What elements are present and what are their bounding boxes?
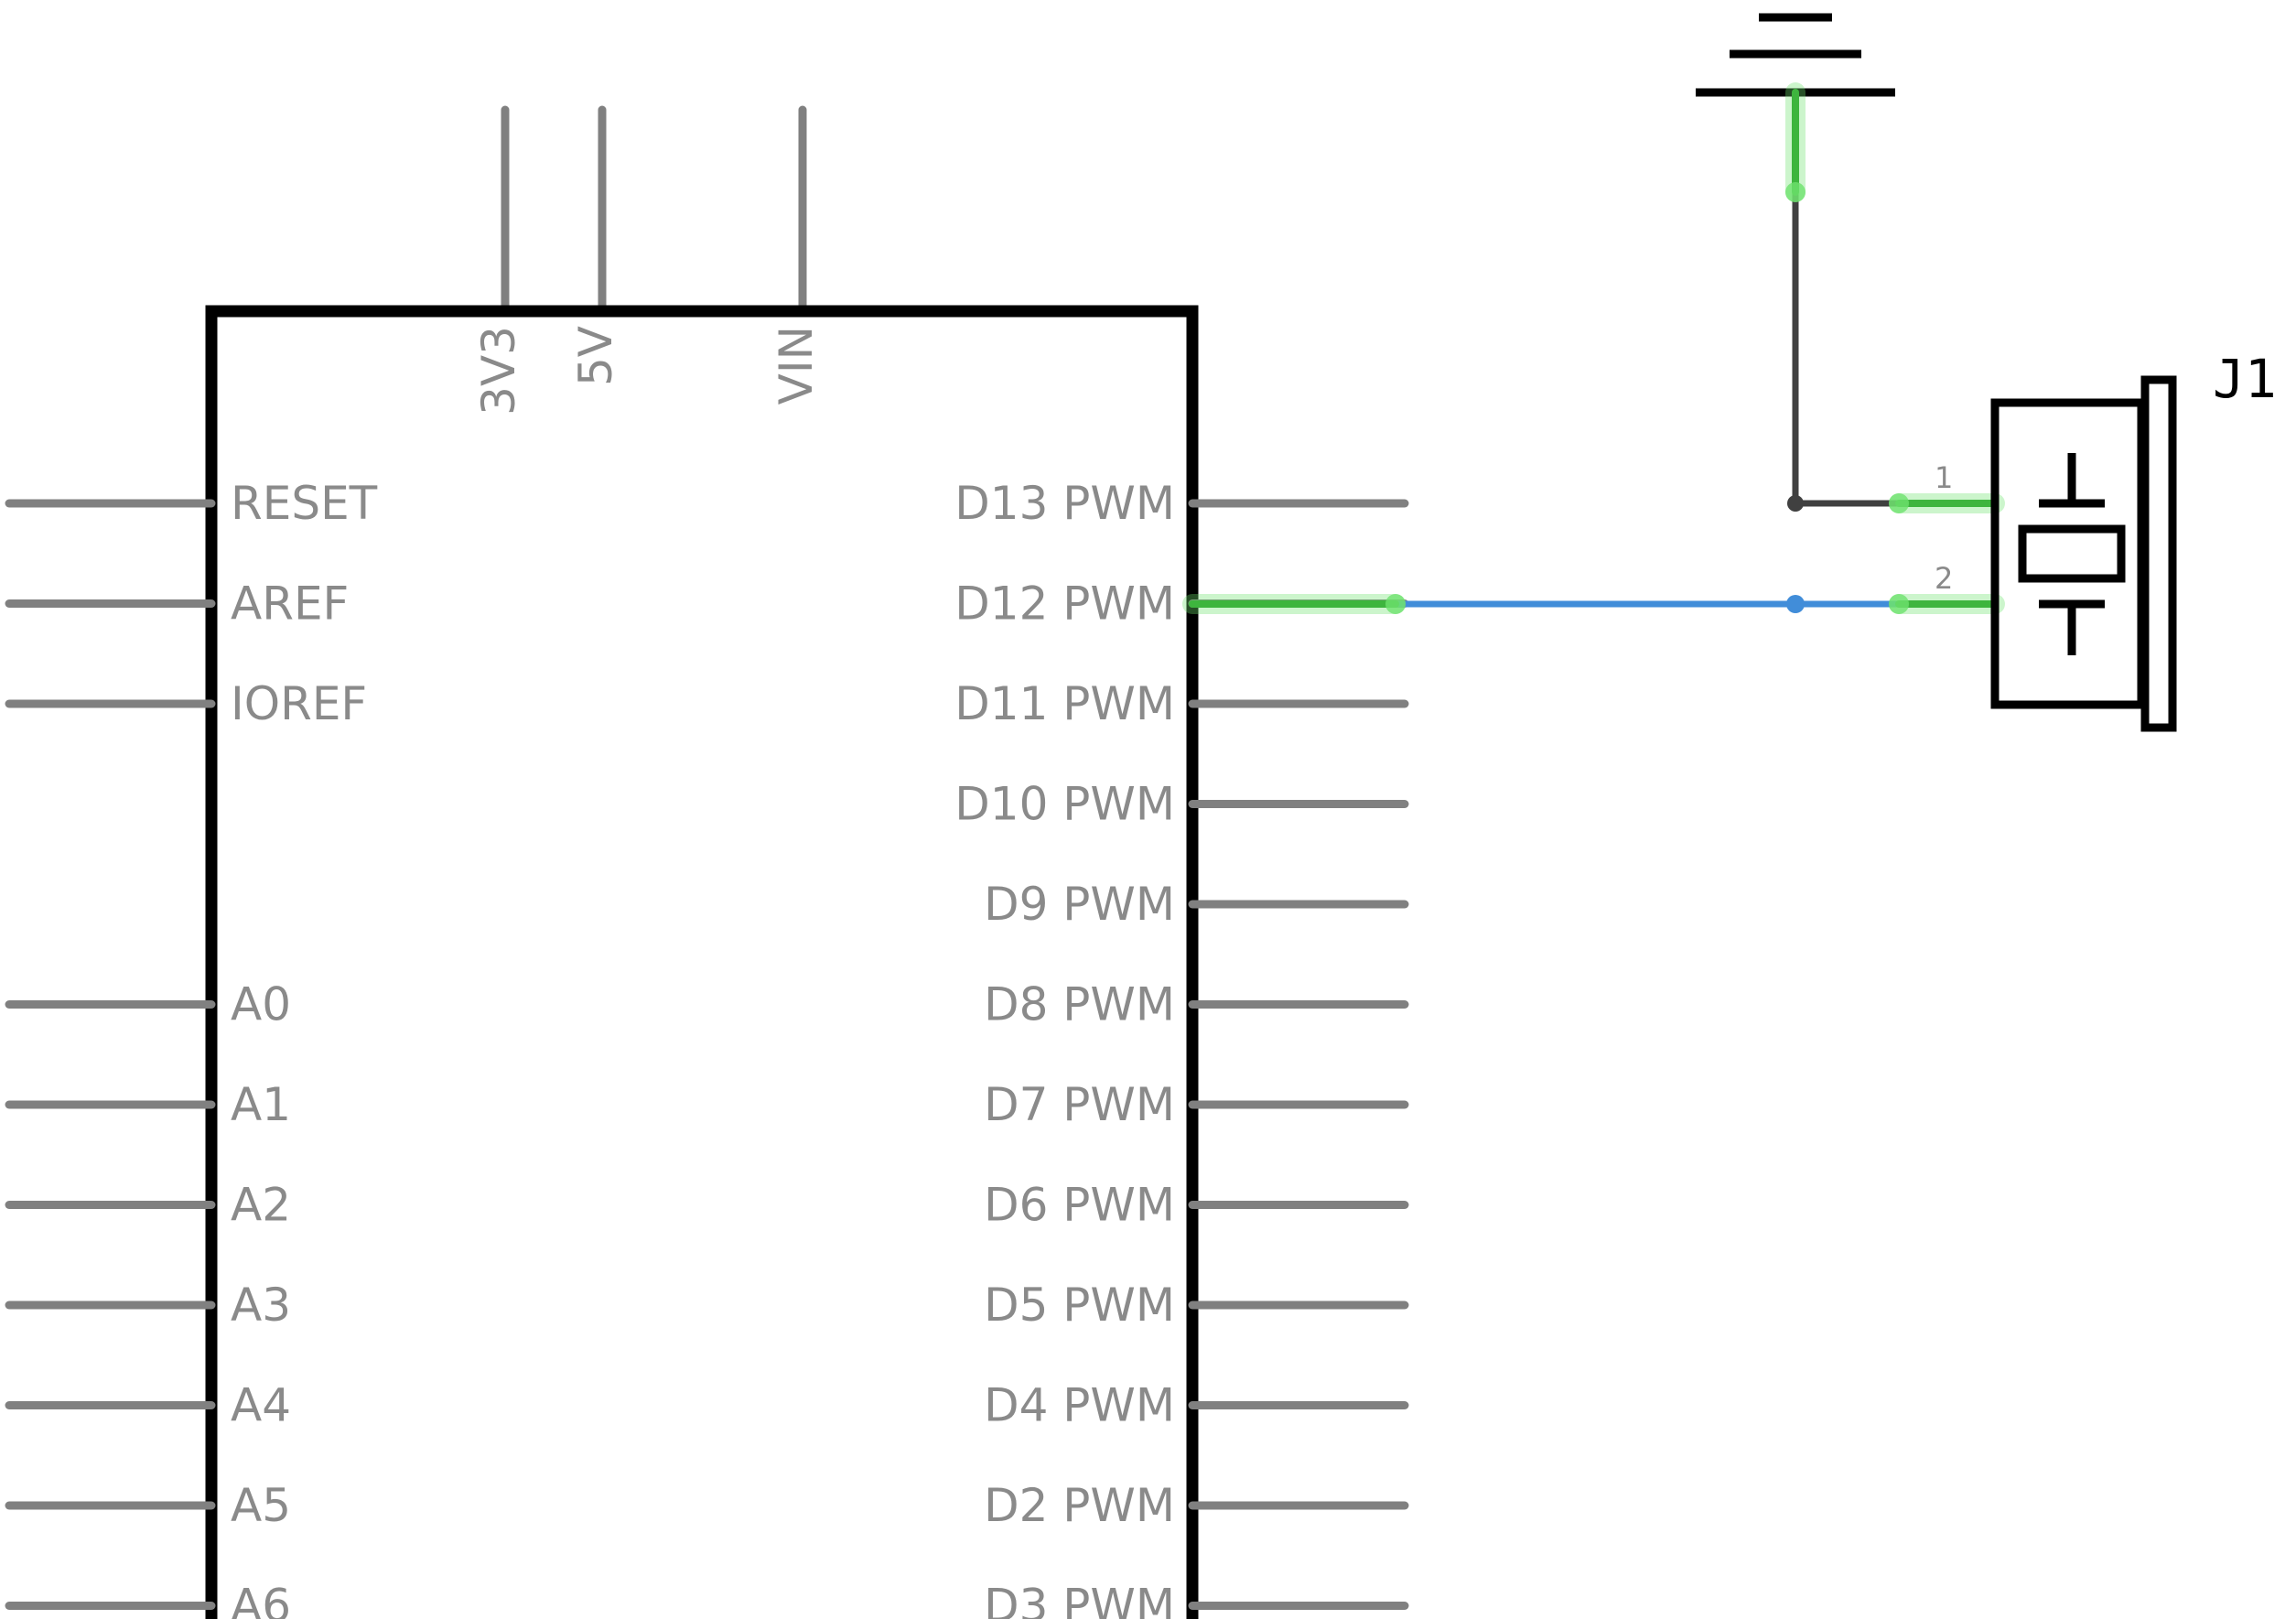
j1-pin2-dot <box>1889 594 1909 614</box>
right-pins: D13 PWM D12 PWM D11 PWM D10 PWM D9 PWM D8 PWM… <box>954 477 1409 1619</box>
ground-symbol[interactable] <box>1696 13 1895 97</box>
ground-end-dot <box>1785 182 1806 202</box>
pin-left-label-0: RESET <box>231 477 378 530</box>
d12-end-dot <box>1385 594 1406 614</box>
ground-junction-dot <box>1787 495 1804 512</box>
arduino-board-outline[interactable] <box>205 305 1199 1619</box>
pin-left-label-10: A5 <box>231 1479 291 1532</box>
pin-left-label-2: IOREF <box>231 677 367 730</box>
pin-left-label-6: A1 <box>231 1078 291 1131</box>
pin-right-label-4: D9 PWM <box>984 878 1175 931</box>
top-pins: 3V3 5V VIN <box>472 105 823 416</box>
pin-vin-label: VIN <box>770 326 823 405</box>
j1-side-bar <box>2140 375 2177 732</box>
pin-right-label-9: D4 PWM <box>984 1379 1175 1432</box>
pin-5v-label: 5V <box>569 326 622 386</box>
pin-left-label-5: A0 <box>231 978 291 1031</box>
ground-wire[interactable] <box>1792 192 1899 507</box>
wires <box>1396 192 1899 608</box>
pin-left-label-7: A2 <box>231 1179 291 1232</box>
pin-right-label-2: D11 PWM <box>954 677 1175 730</box>
pin-right-label-5: D8 PWM <box>984 978 1175 1031</box>
pin-right-label-11: D3 PWM <box>984 1580 1175 1619</box>
pin-left-label-9: A4 <box>231 1379 291 1432</box>
signal-junction-dot <box>1786 595 1805 613</box>
pin-right-label-7: D6 PWM <box>984 1179 1175 1232</box>
pin-right-label-1: D12 PWM <box>954 577 1175 631</box>
pin-3v3-label: 3V3 <box>472 326 525 416</box>
pin-right-label-6: D7 PWM <box>984 1078 1175 1131</box>
pin-left-label-8: A3 <box>231 1279 291 1332</box>
j1-component[interactable]: J1 1 2 <box>1935 348 2277 732</box>
j1-pin2-number: 2 <box>1935 561 1953 596</box>
pin-right-label-8: D5 PWM <box>984 1279 1175 1332</box>
pin-left-label-11: A6 <box>231 1580 291 1619</box>
j1-pin1-number: 1 <box>1935 460 1953 495</box>
connection-highlights <box>1182 82 2005 614</box>
pin-right-label-0: D13 PWM <box>954 477 1175 530</box>
pin-right-label-3: D10 PWM <box>954 778 1175 831</box>
j1-pin1-dot <box>1889 493 1909 513</box>
j1-crystal <box>2018 524 2126 583</box>
j1-refdes: J1 <box>2213 348 2277 410</box>
pin-right-label-10: D2 PWM <box>984 1479 1175 1532</box>
pin-left-label-1: AREF <box>231 577 349 631</box>
